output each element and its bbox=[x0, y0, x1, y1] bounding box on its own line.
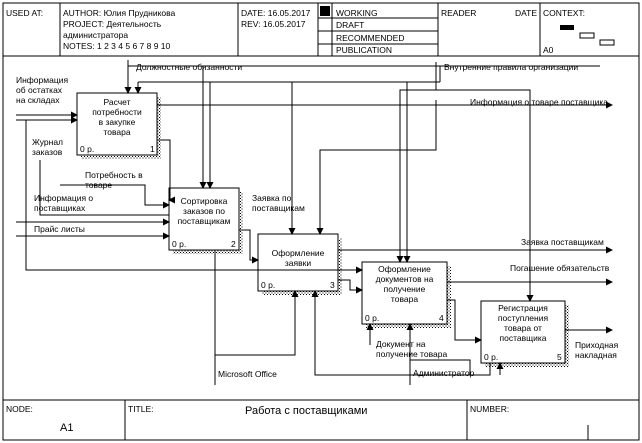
reader-label: READER bbox=[441, 8, 477, 18]
label-rules: Внутренние правила организации bbox=[444, 62, 579, 72]
date-text: DATE: 16.05.2017 bbox=[241, 8, 311, 18]
box-2 bbox=[168, 187, 240, 251]
box-3-cost: 0 р. bbox=[261, 280, 276, 290]
used-at-label: USED AT: bbox=[6, 8, 44, 18]
box-5-cost: 0 р. bbox=[484, 352, 499, 362]
box-5 bbox=[480, 300, 566, 364]
arrow-ms-office bbox=[215, 290, 299, 356]
box-3-number: 3 bbox=[330, 280, 335, 290]
status-working: WORKING bbox=[336, 8, 378, 18]
reader-date-label: DATE bbox=[515, 8, 538, 18]
box-4-number: 4 bbox=[439, 313, 444, 323]
box-4-cost: 0 р. bbox=[365, 313, 380, 323]
node-value: A1 bbox=[60, 422, 74, 434]
number-label: NUMBER: bbox=[470, 404, 510, 414]
context-label: CONTEXT: bbox=[543, 8, 586, 18]
context-node-icon bbox=[560, 25, 574, 30]
status-draft: DRAFT bbox=[336, 20, 365, 30]
label-repay: Погашение обязательств bbox=[510, 263, 610, 273]
author-text: AUTHOR: Юлия Прудникова bbox=[63, 8, 176, 18]
rev-text: REV: 16.05.2017 bbox=[241, 19, 306, 29]
label-ms-office: Microsoft Office bbox=[218, 369, 277, 379]
status-recommended: RECOMMENDED bbox=[336, 33, 405, 43]
box-2-number: 2 bbox=[231, 239, 236, 249]
status-publication: PUBLICATION bbox=[336, 45, 393, 55]
box-1-cost: 0 р. bbox=[80, 144, 95, 154]
title-label: TITLE: bbox=[128, 404, 154, 414]
box-3 bbox=[257, 233, 339, 292]
label-request-suppliers: Заявка поставщикам bbox=[521, 237, 604, 247]
context-node: A0 bbox=[543, 45, 554, 55]
node-label: NODE: bbox=[6, 404, 33, 414]
label-admin: Администратор bbox=[413, 368, 475, 378]
label-price: Прайс листы bbox=[34, 224, 85, 234]
box-1 bbox=[76, 92, 158, 156]
project-text: PROJECT: Деятельность bbox=[63, 19, 162, 29]
diagram-title: Работа с поставщиками bbox=[245, 405, 368, 417]
label-info-goods: Информация о товаре поставщика bbox=[470, 97, 608, 107]
project-text-2: администратора bbox=[63, 30, 129, 40]
box-2-cost: 0 р. bbox=[172, 239, 187, 249]
box-1-number: 1 bbox=[150, 144, 155, 154]
box-5-number: 5 bbox=[557, 352, 562, 362]
working-indicator bbox=[320, 6, 330, 16]
notes-text: NOTES: 1 2 3 4 5 6 7 8 9 10 bbox=[63, 41, 171, 51]
label-duties: Должностные обязанности bbox=[136, 62, 243, 72]
